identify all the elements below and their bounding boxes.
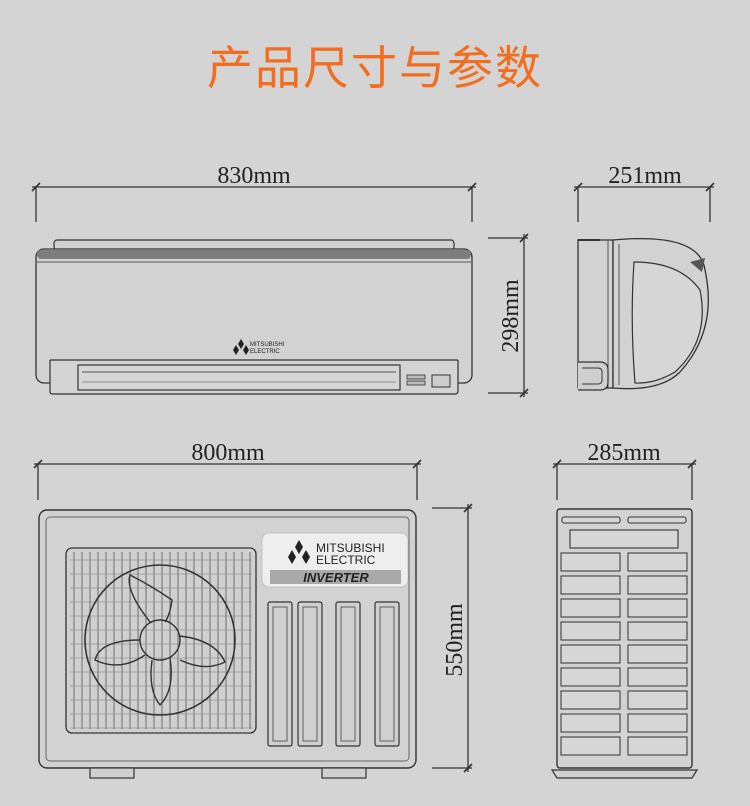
indoor-brand-line1: MITSUBISHI xyxy=(250,342,285,348)
indoor-unit-front xyxy=(35,239,473,395)
indoor-depth-dimension: 251mm xyxy=(573,163,715,222)
inverter-badge: INVERTER xyxy=(303,570,369,585)
indoor-brand-logo: MITSUBISHI ELECTRIC xyxy=(233,339,285,355)
mitsubishi-diamonds-icon xyxy=(288,540,310,564)
outdoor-brand-logo: MITSUBISHI ELECTRIC INVERTER xyxy=(288,540,385,585)
outdoor-width-dimension: 800mm xyxy=(33,440,422,500)
outdoor-unit-side xyxy=(550,508,699,779)
outdoor-brand-line2: ELECTRIC xyxy=(316,553,376,567)
indoor-width-label: 830mm xyxy=(217,163,291,189)
outdoor-unit-front xyxy=(38,509,417,779)
mitsubishi-diamonds-icon xyxy=(233,339,249,355)
indoor-depth-label: 251mm xyxy=(608,163,682,189)
outdoor-width-label: 800mm xyxy=(191,440,265,466)
side-vent-slots xyxy=(560,552,688,756)
outdoor-depth-dimension: 285mm xyxy=(552,440,697,500)
outdoor-height-dimension: 550mm xyxy=(432,503,473,773)
indoor-width-dimension: 830mm xyxy=(31,163,477,222)
fan-icon xyxy=(84,564,236,716)
indoor-height-label: 298mm xyxy=(498,279,524,353)
indoor-height-dimension: 298mm xyxy=(488,233,529,398)
outdoor-depth-label: 285mm xyxy=(587,440,661,466)
outdoor-brand-line1: MITSUBISHI xyxy=(316,541,385,555)
indoor-unit-side xyxy=(577,237,709,391)
page-title: 产品尺寸与参数 xyxy=(207,41,543,95)
indoor-brand-line2: ELECTRIC xyxy=(250,349,280,355)
side-louvres xyxy=(267,601,400,747)
outdoor-height-label: 550mm xyxy=(442,603,468,677)
